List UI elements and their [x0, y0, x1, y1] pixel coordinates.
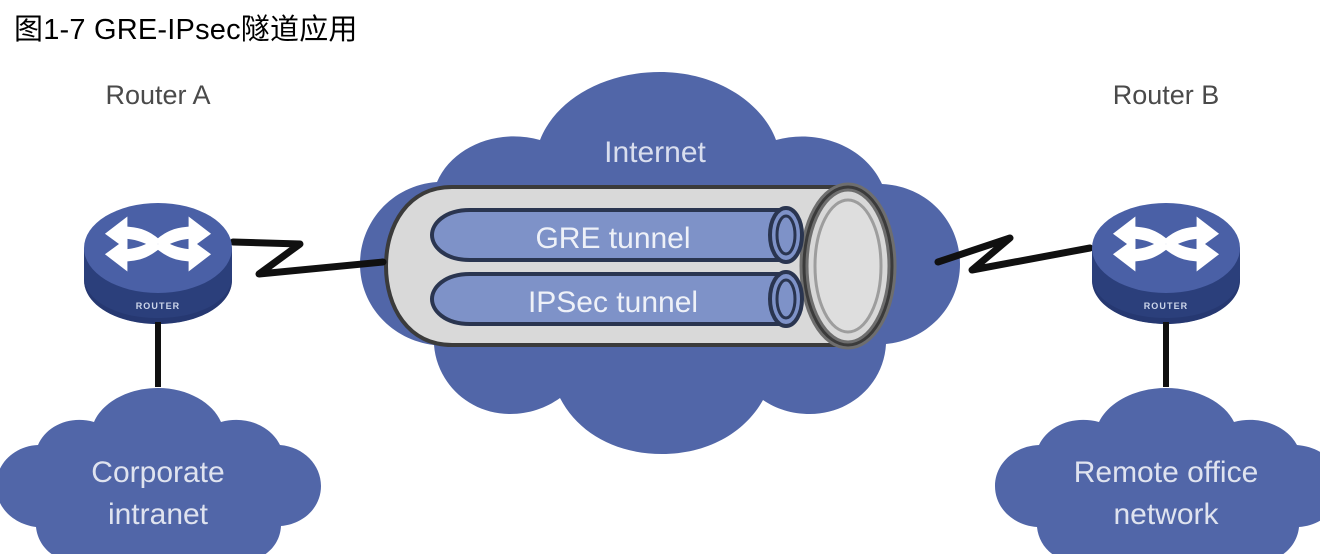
corporate-intranet-label-line2: intranet — [108, 498, 209, 531]
router-b-group[interactable]: Router B ROUTER — [1092, 80, 1240, 387]
lightning-link-icon — [934, 234, 1094, 274]
corporate-intranet-cloud-group[interactable]: Corporate intranet — [0, 388, 321, 554]
ipsec-tunnel-endcap-inner — [775, 278, 797, 320]
ipsec-tunnel-body — [429, 272, 788, 326]
router-a-label: Router A — [105, 80, 210, 110]
gre-tunnel-group[interactable]: GRE tunnel — [429, 206, 804, 264]
ipsec-tunnel-group[interactable]: IPSec tunnel — [429, 270, 804, 328]
router-icon: ROUTER — [1092, 203, 1240, 324]
router-a-badge: ROUTER — [136, 301, 181, 311]
cloud-icon — [0, 388, 321, 554]
cloud-icon — [995, 388, 1320, 554]
link-internet-to-router-b — [934, 234, 1094, 274]
tunnel-cylinder-group: GRE tunnel IPSec tunnel — [383, 182, 897, 350]
corporate-intranet-label-line1: Corporate — [91, 456, 224, 489]
network-diagram: Internet GRE tunnel IPSec tunnel — [0, 72, 1320, 554]
gre-tunnel-label: GRE tunnel — [535, 222, 690, 255]
remote-office-label-line2: network — [1113, 498, 1219, 531]
remote-office-label-line1: Remote office — [1074, 456, 1259, 489]
lightning-link-icon — [229, 238, 387, 278]
remote-office-cloud-group[interactable]: Remote office network — [995, 388, 1320, 554]
router-b-badge: ROUTER — [1144, 301, 1189, 311]
router-a-group[interactable]: Router A ROUTER — [84, 80, 232, 387]
router-b-label: Router B — [1113, 80, 1220, 110]
router-icon: ROUTER — [84, 203, 232, 324]
tunnel-outer-endcap-outline — [802, 185, 894, 347]
figure-caption: 图1-7 GRE-IPsec隧道应用 — [14, 14, 358, 46]
ipsec-tunnel-label: IPSec tunnel — [528, 286, 698, 319]
link-router-a-to-internet — [229, 238, 387, 278]
internet-cloud-label: Internet — [604, 136, 706, 169]
gre-tunnel-endcap-inner — [775, 214, 797, 256]
gre-tunnel-body — [429, 208, 788, 262]
tunnel-outer-endcap-inner-ring — [813, 198, 883, 334]
